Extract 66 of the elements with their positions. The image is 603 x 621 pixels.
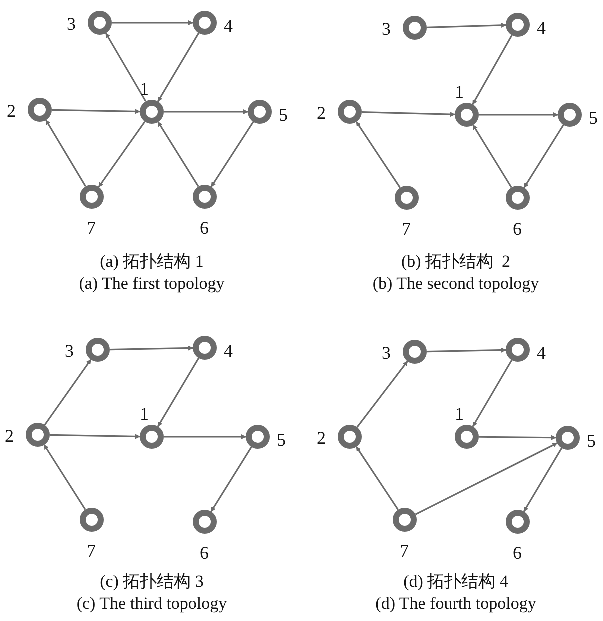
node-number: 6 [200,219,209,237]
arrow [157,358,200,428]
node-number: 7 [400,542,409,560]
arrow [472,360,513,428]
arrow [110,346,194,351]
arrow [44,359,92,426]
node-number: 4 [224,342,233,360]
arrow [112,20,194,26]
panel-caption: (d) 拓扑结构 4 [404,572,508,592]
arrow [105,32,147,102]
arrow [164,110,248,114]
node-number: 1 [455,83,464,101]
node-number: 7 [87,219,96,237]
arrow [45,120,87,188]
node-number: 3 [65,342,74,360]
node-number: 2 [7,102,16,120]
arrow [164,434,246,440]
arrow [52,109,140,114]
node-number: 5 [279,106,288,124]
node-number: 3 [67,15,76,33]
node-number: 5 [589,109,598,127]
arrow [210,446,252,512]
arrow [356,446,400,510]
panel-caption: (d) The fourth topology [376,594,536,614]
panel-caption: (a) 拓扑结构 1 [100,252,204,272]
arrow [158,122,200,188]
arrow [479,112,558,118]
panel-caption: (b) The second topology [372,274,540,294]
arrow [426,22,506,28]
panel-caption: (b) 拓扑结构 2 [401,252,511,272]
arrow [415,442,558,516]
node-number: 6 [513,220,522,238]
arrow [356,122,402,188]
node-number: 3 [382,344,391,362]
panel-caption: (c) The third topology [76,594,228,614]
arrow [98,121,146,188]
arrow [426,348,506,353]
node-number: 2 [5,427,14,445]
node-number: 7 [87,542,96,560]
arrow [50,434,140,440]
arrow [472,124,512,188]
node-number: 4 [537,344,546,362]
node-number: 3 [382,20,391,38]
arrow [523,448,563,512]
node-number: 7 [402,220,411,238]
arrow [44,444,86,510]
node-number: 6 [200,544,209,562]
node-number: 1 [455,405,464,423]
arrow [356,361,408,428]
arrow [472,35,513,105]
arrow [479,435,556,440]
node-number: 1 [140,80,149,98]
panel-caption: (c) 拓扑结构 3 [100,572,204,592]
node-number: 4 [224,17,233,35]
arrow [157,32,200,102]
node-number: 5 [277,431,286,449]
arrow [362,112,456,118]
arrow [524,124,564,188]
node-number: 2 [317,429,326,447]
node-number: 4 [537,19,546,37]
node-number: 1 [140,405,149,423]
arrow [210,122,254,188]
node-number: 2 [317,104,326,122]
panel-caption: (a) The first topology [79,274,225,294]
node-number: 6 [513,544,522,562]
node-number: 5 [587,432,596,450]
